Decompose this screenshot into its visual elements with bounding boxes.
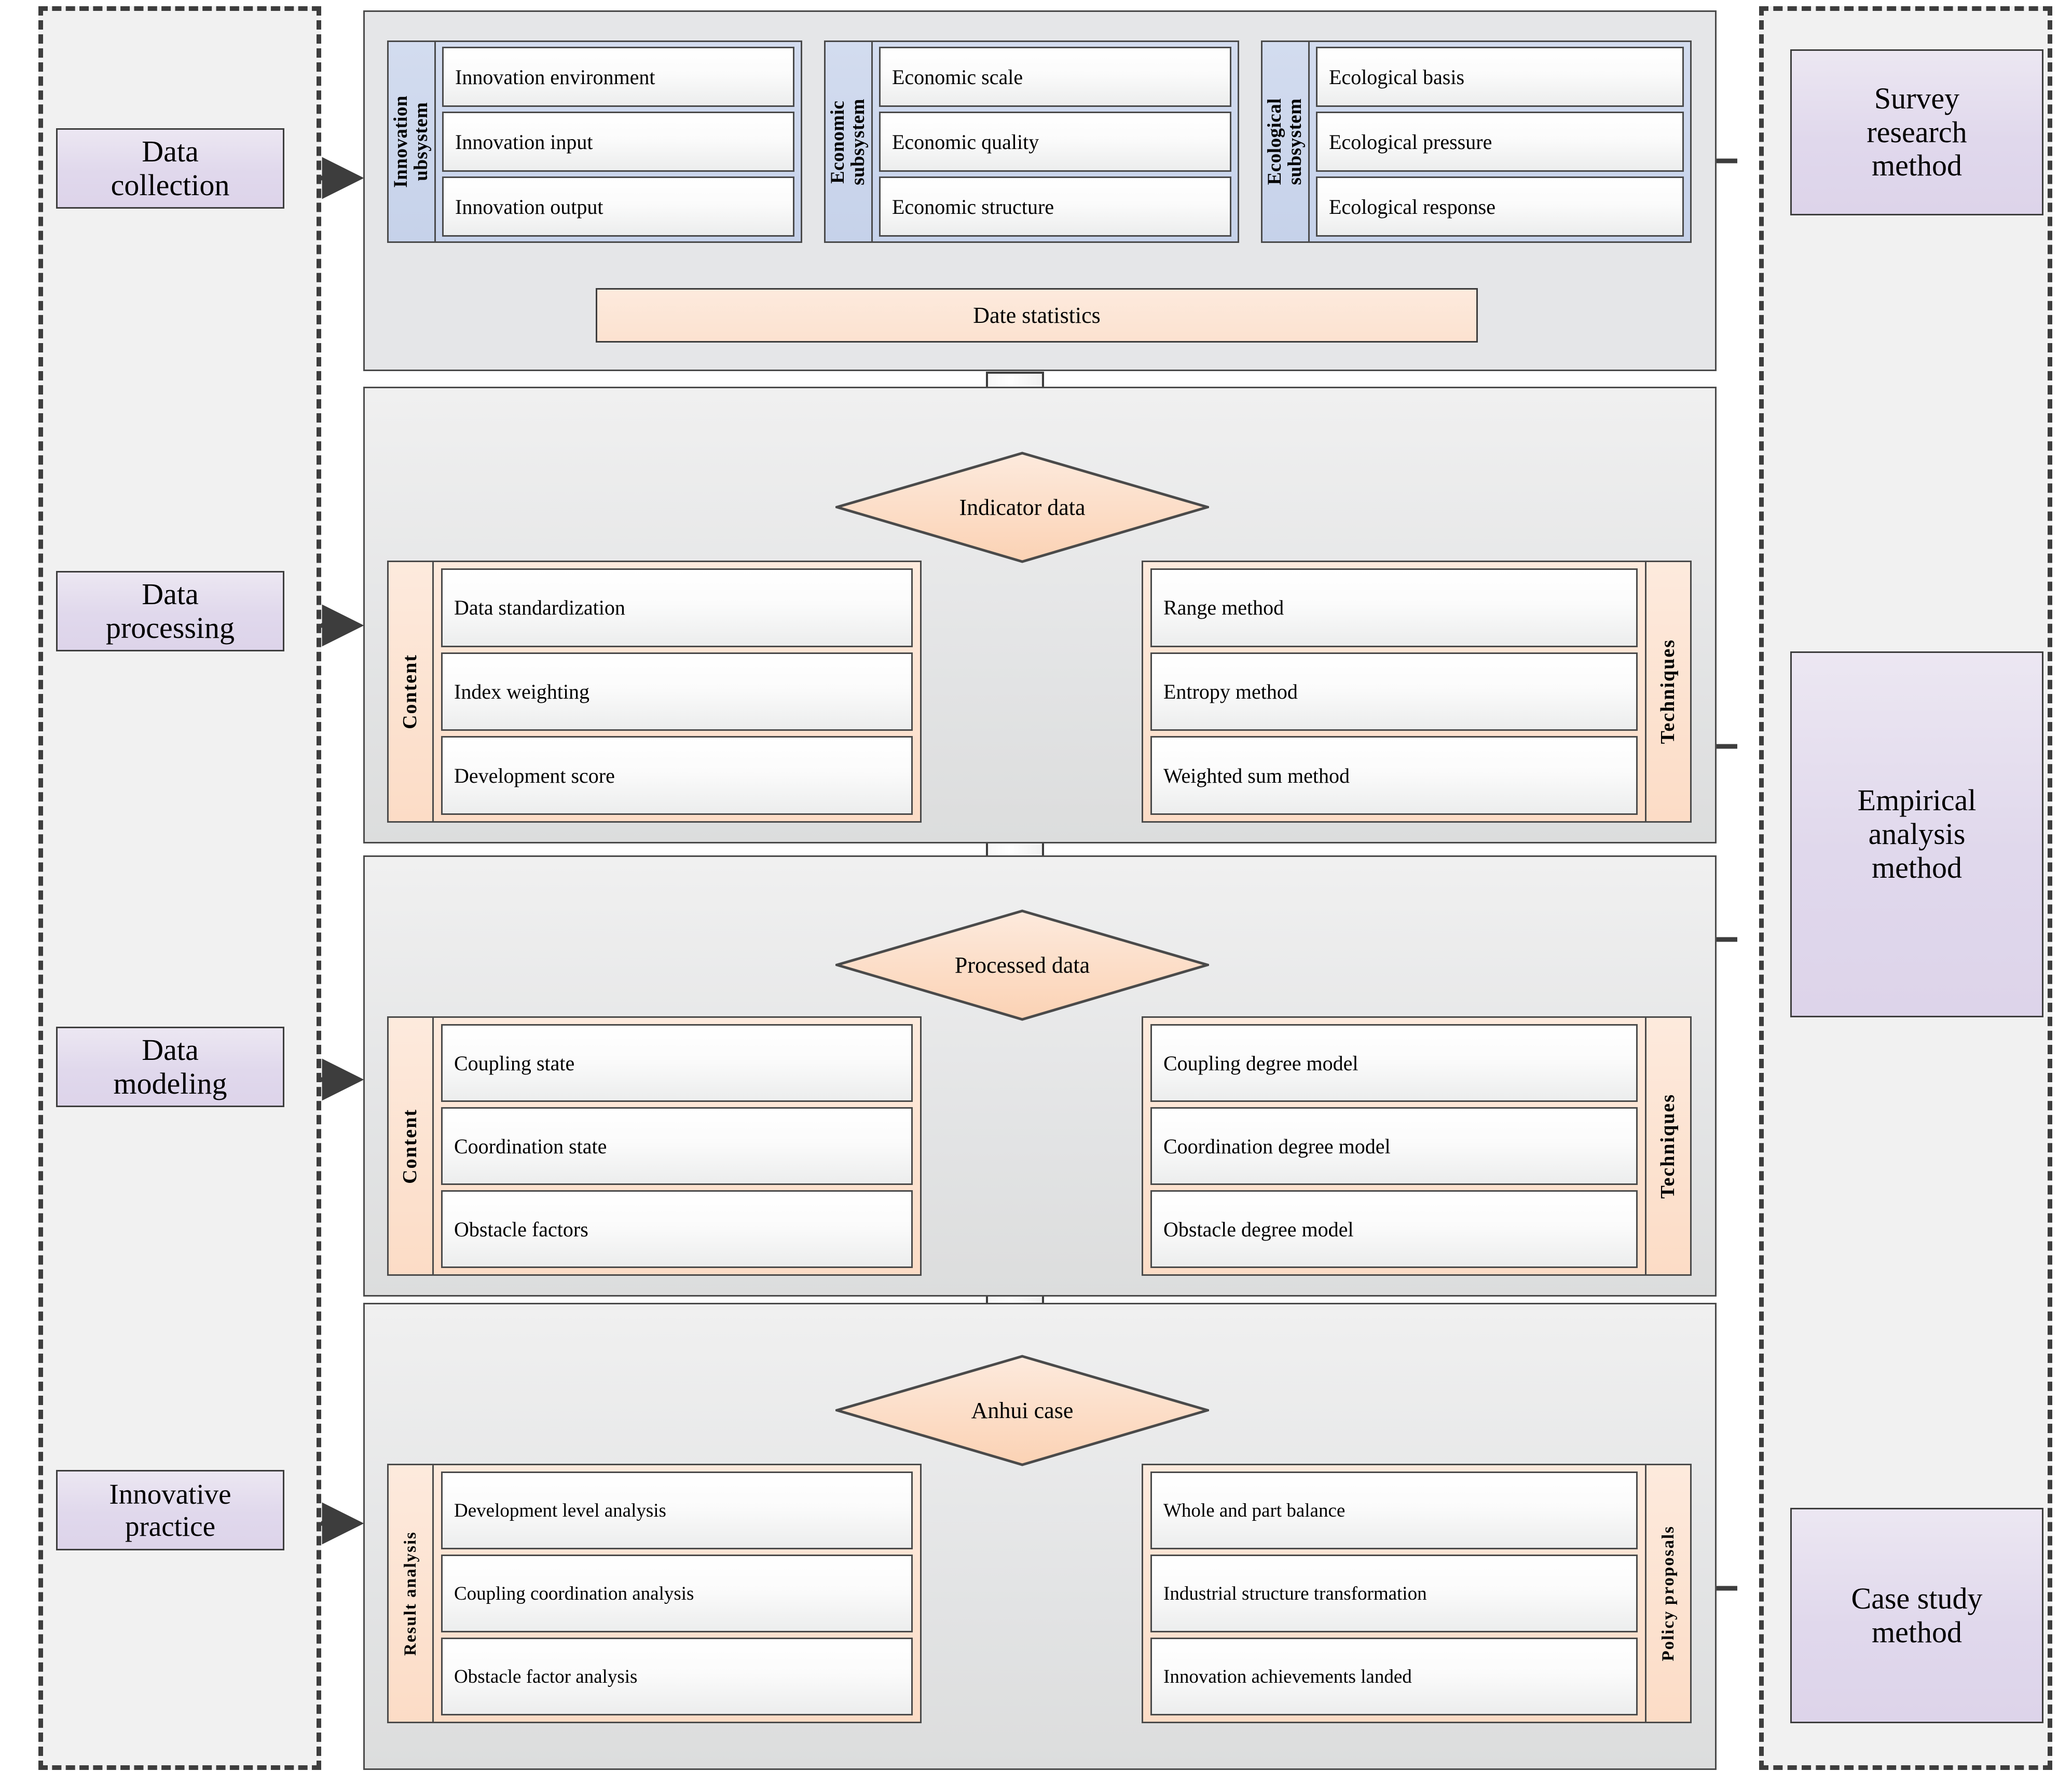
stage-label: Data collection bbox=[111, 134, 230, 202]
subsystem-title-economic: Economic subsystem bbox=[826, 42, 873, 241]
policy-item[interactable]: Innovation achievements landed bbox=[1150, 1638, 1638, 1715]
indicator-item[interactable]: Economic quality bbox=[879, 112, 1231, 172]
indicator-item[interactable]: Economic structure bbox=[879, 176, 1231, 237]
decision-indicator-data[interactable]: Indicator data bbox=[835, 452, 1209, 563]
indicator-item[interactable]: Ecological basis bbox=[1316, 47, 1684, 107]
content-item[interactable]: Data standardization bbox=[441, 568, 913, 647]
decision-anhui-case[interactable]: Anhui case bbox=[835, 1355, 1209, 1466]
indicator-item[interactable]: Innovation output bbox=[442, 176, 794, 237]
date-statistics-bar[interactable]: Date statistics bbox=[596, 288, 1478, 343]
stage-box-innovative-practice[interactable]: Innovative practice bbox=[56, 1470, 284, 1550]
technique-item[interactable]: Coupling degree model bbox=[1150, 1024, 1638, 1102]
policy-item[interactable]: Whole and part balance bbox=[1150, 1471, 1638, 1549]
method-box-empirical-analysis[interactable]: Empirical analysis method bbox=[1790, 651, 2043, 1017]
group-title-result-analysis: Result analysis bbox=[389, 1465, 434, 1722]
technique-item[interactable]: Range method bbox=[1150, 568, 1638, 647]
technique-item[interactable]: Coordination degree model bbox=[1150, 1107, 1638, 1185]
content-group-modeling: Content Coupling state Coordination stat… bbox=[387, 1016, 922, 1276]
decision-processed-data[interactable]: Processed data bbox=[835, 909, 1209, 1021]
group-title-policy-proposals: Policy proposals bbox=[1645, 1465, 1690, 1722]
indicator-item[interactable]: Innovation input bbox=[442, 112, 794, 172]
result-item[interactable]: Development level analysis bbox=[441, 1471, 913, 1549]
group-title-content: Content bbox=[389, 1018, 434, 1274]
indicator-item[interactable]: Innovation environment bbox=[442, 47, 794, 107]
technique-item[interactable]: Obstacle degree model bbox=[1150, 1190, 1638, 1268]
subsystem-group-ecological: Ecological subsystem Ecological basis Ec… bbox=[1261, 40, 1692, 243]
group-title-content: Content bbox=[389, 562, 434, 821]
content-item[interactable]: Coordination state bbox=[441, 1107, 913, 1185]
result-item[interactable]: Obstacle factor analysis bbox=[441, 1638, 913, 1715]
subsystem-group-innovation: Innovation ubsystem Innovation environme… bbox=[387, 40, 802, 243]
policy-item[interactable]: Industrial structure transformation bbox=[1150, 1555, 1638, 1632]
content-group-processing: Content Data standardization Index weigh… bbox=[387, 561, 922, 823]
method-box-survey-research[interactable]: Survey research method bbox=[1790, 49, 2043, 215]
stage-label: Data processing bbox=[105, 577, 235, 645]
method-box-case-study[interactable]: Case study method bbox=[1790, 1508, 2043, 1723]
subsystem-title-innovation: Innovation ubsystem bbox=[389, 42, 436, 241]
indicator-item[interactable]: Ecological pressure bbox=[1316, 112, 1684, 172]
method-label: Case study method bbox=[1851, 1581, 1983, 1649]
content-item[interactable]: Index weighting bbox=[441, 652, 913, 731]
method-label: Empirical analysis method bbox=[1857, 783, 1977, 884]
result-analysis-group: Result analysis Development level analys… bbox=[387, 1464, 922, 1723]
content-item[interactable]: Development score bbox=[441, 736, 913, 815]
stage-label: Data modeling bbox=[113, 1032, 227, 1100]
policy-proposals-group: Whole and part balance Industrial struct… bbox=[1142, 1464, 1692, 1723]
stage-box-data-processing[interactable]: Data processing bbox=[56, 571, 284, 651]
group-title-techniques: Techniques bbox=[1645, 1018, 1690, 1274]
result-item[interactable]: Coupling coordination analysis bbox=[441, 1555, 913, 1632]
technique-item[interactable]: Entropy method bbox=[1150, 652, 1638, 731]
subsystem-title-ecological: Ecological subsystem bbox=[1263, 42, 1310, 241]
group-title-techniques: Techniques bbox=[1645, 562, 1690, 821]
content-item[interactable]: Coupling state bbox=[441, 1024, 913, 1102]
subsystem-group-economic: Economic subsystem Economic scale Econom… bbox=[824, 40, 1239, 243]
techniques-group-modeling: Coupling degree model Coordination degre… bbox=[1142, 1016, 1692, 1276]
stage-label: Innovative practice bbox=[109, 1478, 231, 1542]
techniques-group-processing: Range method Entropy method Weighted sum… bbox=[1142, 561, 1692, 823]
indicator-item[interactable]: Ecological response bbox=[1316, 176, 1684, 237]
technique-item[interactable]: Weighted sum method bbox=[1150, 736, 1638, 815]
method-label: Survey research method bbox=[1867, 81, 1967, 183]
date-statistics-label: Date statistics bbox=[973, 303, 1101, 328]
stage-box-data-modeling[interactable]: Data modeling bbox=[56, 1027, 284, 1107]
indicator-item[interactable]: Economic scale bbox=[879, 47, 1231, 107]
stage-box-data-collection[interactable]: Data collection bbox=[56, 128, 284, 209]
content-item[interactable]: Obstacle factors bbox=[441, 1190, 913, 1268]
